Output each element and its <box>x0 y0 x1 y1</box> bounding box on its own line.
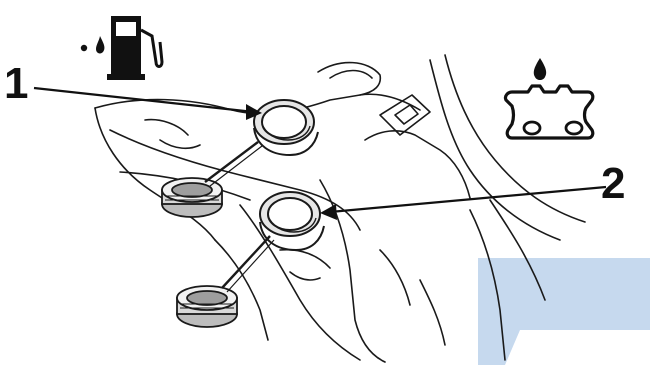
saw-chain-oil-icon <box>505 58 592 138</box>
callout-number-2: 2 <box>601 162 625 206</box>
fuel-pump-icon <box>81 16 162 80</box>
oil-filler-neck <box>260 192 324 250</box>
fuel-cap <box>162 142 262 217</box>
callout-number-1: 1 <box>4 62 28 106</box>
fuel-filler-neck <box>254 100 318 155</box>
leader-line-1 <box>34 88 262 120</box>
oil-cap <box>177 236 274 327</box>
leader-line-2 <box>320 187 606 220</box>
